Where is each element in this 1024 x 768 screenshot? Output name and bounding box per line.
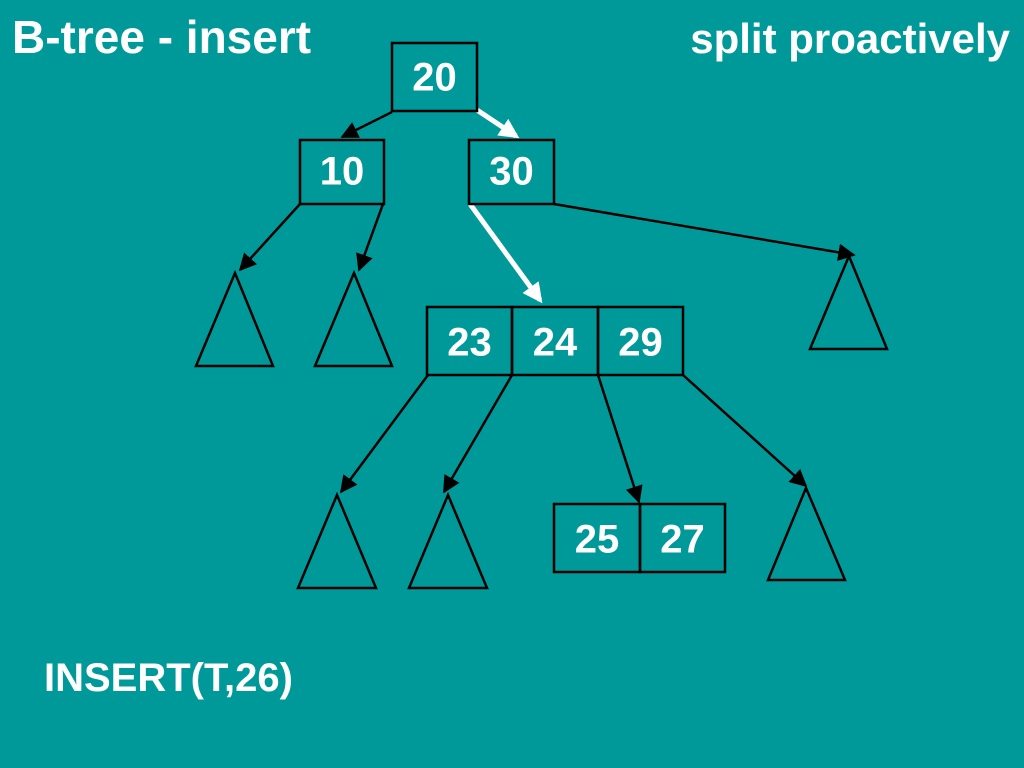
edge-24-29 xyxy=(596,374,643,504)
subtree-triangle xyxy=(313,269,394,368)
node-root: 20 xyxy=(390,41,479,113)
edge-29-right xyxy=(682,374,808,488)
edge-10-left xyxy=(238,203,301,272)
node-key: 27 xyxy=(660,518,705,562)
node-key-cell xyxy=(596,305,685,377)
node-10: 10 xyxy=(298,138,386,206)
edge-30-to-full-node-highlight xyxy=(467,202,543,304)
node-key: 25 xyxy=(575,518,620,562)
edge-root-to-30-highlight xyxy=(475,107,520,139)
node-25-27: 25 27 xyxy=(552,502,727,574)
node-key: 24 xyxy=(533,321,578,365)
node-key: 30 xyxy=(489,150,534,194)
subtree-triangle xyxy=(296,491,378,590)
edge-23-24 xyxy=(442,374,514,494)
node-key: 29 xyxy=(618,321,663,365)
edge-30-right xyxy=(553,202,856,261)
slide-title: B-tree - insert xyxy=(12,11,312,63)
edge-root-to-10 xyxy=(340,110,393,139)
node-key-cell xyxy=(298,138,386,206)
slide-subtitle: split proactively xyxy=(690,15,1010,62)
node-key: 20 xyxy=(412,56,457,100)
node-key-cell xyxy=(467,138,556,206)
node-30: 30 xyxy=(467,138,556,206)
subtree-triangle xyxy=(194,269,275,368)
subtree-triangle xyxy=(766,484,847,582)
edge-23-left xyxy=(339,374,430,494)
node-key-cell xyxy=(390,41,479,113)
node-key: 23 xyxy=(447,321,492,365)
node-key: 10 xyxy=(320,150,365,194)
edge-10-right xyxy=(356,203,385,272)
operation-label: INSERT(T,26) xyxy=(44,656,293,700)
subtree-triangle xyxy=(808,252,889,351)
subtree-triangle xyxy=(407,491,489,590)
node-key-cell xyxy=(638,502,727,574)
node-full-23-24-29: 23 24 29 xyxy=(425,305,685,377)
